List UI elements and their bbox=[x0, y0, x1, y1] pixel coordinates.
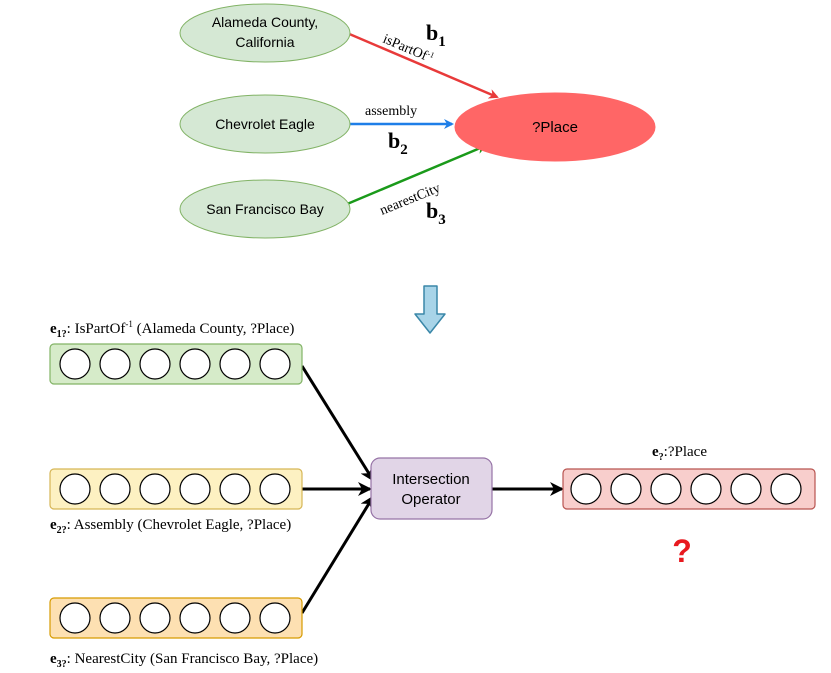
embedding-vector-e1 bbox=[49, 343, 303, 385]
target-node-place: ?Place bbox=[454, 92, 656, 162]
vector-cell bbox=[259, 348, 291, 380]
embedding-label-e2: e2?: Assembly (Chevrolet Eagle, ?Place) bbox=[50, 517, 291, 536]
vector-cell bbox=[99, 602, 131, 634]
question-mark-icon: ? bbox=[672, 533, 692, 569]
branch-label-b1: b1 bbox=[426, 20, 446, 50]
vector-cell bbox=[610, 473, 642, 505]
intersection-operator-box: Intersection Operator bbox=[370, 457, 493, 520]
anchor-label: Chevrolet Eagle bbox=[215, 116, 315, 132]
vector-cells bbox=[59, 602, 291, 634]
output-label: e?:?Place bbox=[652, 444, 707, 463]
vector-cell bbox=[770, 473, 802, 505]
down-arrow-icon bbox=[414, 285, 446, 334]
vector-cell bbox=[219, 473, 251, 505]
anchor-label-line1: Alameda County, bbox=[212, 14, 318, 30]
arrow-e3-to-operator bbox=[300, 495, 375, 614]
embedding-vector-e3 bbox=[49, 597, 303, 639]
embedding-label-e1: e1?: IsPartOf-1 (Alameda County, ?Place) bbox=[50, 319, 294, 340]
anchor-node-alameda: Alameda County, California bbox=[179, 3, 351, 63]
vector-cell bbox=[650, 473, 682, 505]
output-vector bbox=[562, 468, 816, 510]
vector-cell bbox=[179, 602, 211, 634]
anchor-label: San Francisco Bay bbox=[206, 201, 324, 217]
anchor-node-chevrolet: Chevrolet Eagle bbox=[179, 94, 351, 154]
vector-cell bbox=[219, 602, 251, 634]
operator-label-line1: Intersection bbox=[392, 471, 470, 488]
vector-cells bbox=[59, 473, 291, 505]
edge-label-assembly: assembly bbox=[365, 104, 417, 119]
embedding-label-e3: e3?: NearestCity (San Francisco Bay, ?Pl… bbox=[50, 651, 318, 670]
arrow-e1-to-operator bbox=[300, 365, 375, 482]
vector-cell bbox=[690, 473, 722, 505]
operator-label-line2: Operator bbox=[401, 491, 460, 508]
vector-cell bbox=[219, 348, 251, 380]
vector-cell bbox=[179, 473, 211, 505]
vector-cell bbox=[59, 473, 91, 505]
branch-label-b3: b3 bbox=[426, 198, 446, 228]
vector-cell bbox=[179, 348, 211, 380]
vector-cell bbox=[259, 473, 291, 505]
vector-cell bbox=[99, 473, 131, 505]
vector-cell bbox=[139, 473, 171, 505]
edge-ispartof bbox=[339, 28, 499, 99]
embedding-vector-e2 bbox=[49, 468, 303, 510]
vector-cell bbox=[259, 602, 291, 634]
vector-cell bbox=[59, 602, 91, 634]
edge-nearestcity bbox=[339, 144, 487, 209]
branch-label-b2: b2 bbox=[388, 128, 408, 158]
anchor-node-sanfrancisco: San Francisco Bay bbox=[179, 179, 351, 239]
vector-cells bbox=[570, 473, 802, 505]
vector-cell bbox=[570, 473, 602, 505]
vector-cell bbox=[139, 602, 171, 634]
vector-cell bbox=[99, 348, 131, 380]
anchor-label-line2: California bbox=[235, 34, 294, 50]
vector-cell bbox=[730, 473, 762, 505]
vector-cells bbox=[59, 348, 291, 380]
vector-cell bbox=[59, 348, 91, 380]
target-label: ?Place bbox=[532, 119, 578, 136]
vector-cell bbox=[139, 348, 171, 380]
